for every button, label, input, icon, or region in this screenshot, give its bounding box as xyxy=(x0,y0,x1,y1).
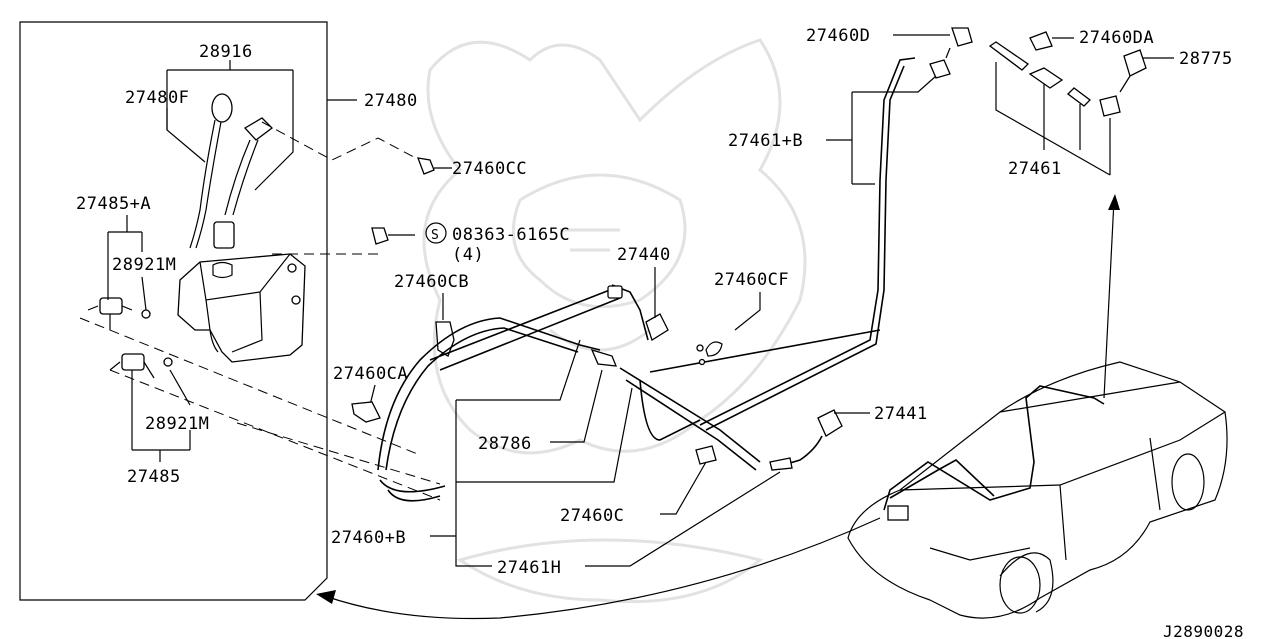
washer-hoses xyxy=(377,57,916,502)
arrow-to-reservoir xyxy=(324,517,881,620)
dash-28921M xyxy=(236,422,441,485)
standard-part-symbol xyxy=(425,222,447,244)
nozzle-27441 xyxy=(769,409,843,471)
joint-27440 xyxy=(607,285,669,341)
diagram-code: J2890028 xyxy=(1163,622,1244,639)
dash-27460CC xyxy=(261,121,426,164)
label-08363: 08363-6165C xyxy=(452,225,570,245)
dash-pump-b xyxy=(109,369,441,501)
label-27485A: 27485+A xyxy=(76,194,151,214)
label-08363-qty: (4) xyxy=(452,245,484,265)
clip-27460CC xyxy=(416,157,435,175)
label-27460B: 27460+B xyxy=(331,528,406,548)
label-28921M-bot: 28921M xyxy=(145,414,209,434)
label-08363-symbol: S xyxy=(431,228,439,243)
leader-28786 xyxy=(455,339,633,567)
leader-27461B xyxy=(826,75,937,185)
label-27460DA: 27460DA xyxy=(1079,28,1154,48)
nozzle-28775 xyxy=(1099,49,1147,117)
bolt-08363 xyxy=(371,227,415,245)
hose-pieces-27461 xyxy=(988,41,1091,107)
label-27461: 27461 xyxy=(1008,159,1062,179)
nozzle-27460D xyxy=(929,27,973,79)
clip-27460C xyxy=(695,445,717,465)
label-27460D: 27460D xyxy=(806,26,870,46)
leader-28921M-top xyxy=(141,276,147,311)
arrow-head-roof xyxy=(1108,194,1120,210)
arrow-to-roof xyxy=(1103,199,1115,399)
clip-27460CA xyxy=(351,401,381,423)
label-27461H: 27461H xyxy=(497,558,561,578)
leader-27485 xyxy=(131,369,191,462)
label-28786: 28786 xyxy=(478,434,532,454)
arrow-head-reservoir xyxy=(316,590,336,604)
leader-27460C xyxy=(660,461,707,515)
label-27480: 27480 xyxy=(364,91,418,111)
label-27440: 27440 xyxy=(617,245,671,265)
clip-27460DA xyxy=(1029,31,1053,51)
label-27460CA: 27460CA xyxy=(333,364,408,384)
label-28775: 28775 xyxy=(1179,49,1233,69)
check-valve-28786 xyxy=(590,348,618,367)
label-27460CF: 27460CF xyxy=(714,270,789,290)
label-28921M-top: 28921M xyxy=(112,255,176,275)
washer-tank xyxy=(177,253,306,363)
car-outline xyxy=(847,361,1228,619)
washer-pump-lower xyxy=(109,353,173,386)
label-27460CC: 27460CC xyxy=(452,159,527,179)
car-washer-routing xyxy=(883,385,1105,521)
leader-27460CF xyxy=(734,292,761,331)
leader-27485A xyxy=(107,215,143,300)
label-27460C: 27460C xyxy=(560,506,624,526)
label-27441: 27441 xyxy=(874,404,928,424)
reservoir-frame xyxy=(19,21,328,601)
label-27485: 27485 xyxy=(127,467,181,487)
label-27461B: 27461+B xyxy=(728,131,803,151)
filler-neck xyxy=(189,93,273,249)
label-27480F: 27480F xyxy=(125,88,189,108)
label-27460CB: 27460CB xyxy=(394,272,469,292)
leader-28916 xyxy=(166,60,294,191)
clip-27460CF xyxy=(696,341,723,366)
leader-27461 xyxy=(995,62,1111,176)
label-28916: 28916 xyxy=(199,42,253,62)
leader-27461H xyxy=(585,471,781,567)
dash-pump-a xyxy=(79,317,421,456)
